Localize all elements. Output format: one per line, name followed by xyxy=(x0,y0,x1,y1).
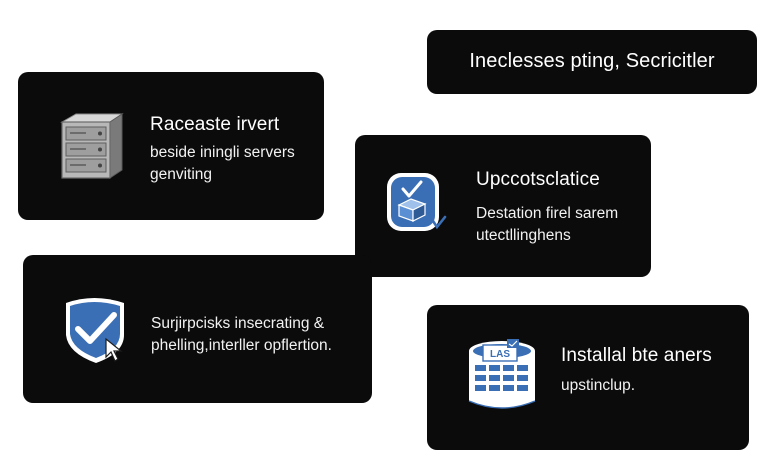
card-update[interactable]: Upccotsclatice Destation firel sarem ute… xyxy=(355,135,651,277)
card-update-line-1: Destation firel sarem xyxy=(476,205,619,222)
header-banner: Ineclesses pting, Secricitler xyxy=(427,30,757,94)
card-server-line-1: beside iningli servers xyxy=(150,144,295,161)
package-check-icon xyxy=(385,169,447,240)
card-server[interactable]: Raceaste irvert beside iningli servers g… xyxy=(18,72,324,220)
card-install-text: Installal bte aners upstinclup. xyxy=(561,345,712,397)
card-install-line-1: upstinclup. xyxy=(561,377,636,394)
card-security-text: Surjirpcisks insecrating & phelling,inte… xyxy=(151,313,332,357)
server-icon xyxy=(56,112,126,187)
card-install-title: Installal bte aners xyxy=(561,345,712,366)
card-server-line-2: genviting xyxy=(150,166,213,183)
card-update-line-2: utectllinghens xyxy=(476,227,571,244)
header-title: Ineclesses pting, Secricitler xyxy=(469,50,715,72)
card-server-title: Raceaste irvert xyxy=(150,114,280,135)
database-icon: LAS xyxy=(465,337,539,420)
card-update-text: Upccotsclatice Destation firel sarem ute… xyxy=(476,169,618,247)
card-security-line-2: phelling,interller opflertion. xyxy=(151,337,332,354)
card-update-title: Upccotsclatice xyxy=(476,169,600,190)
card-security-line-1: Surjirpcisks insecrating & xyxy=(151,315,325,332)
database-icon-label: LAS xyxy=(490,349,510,360)
card-install[interactable]: LAS Installal bte aners upstinclup. xyxy=(427,305,749,450)
card-server-text: Raceaste irvert beside iningli servers g… xyxy=(150,114,295,186)
shield-check-icon xyxy=(58,295,134,372)
card-security[interactable]: Surjirpcisks insecrating & phelling,inte… xyxy=(23,255,372,403)
